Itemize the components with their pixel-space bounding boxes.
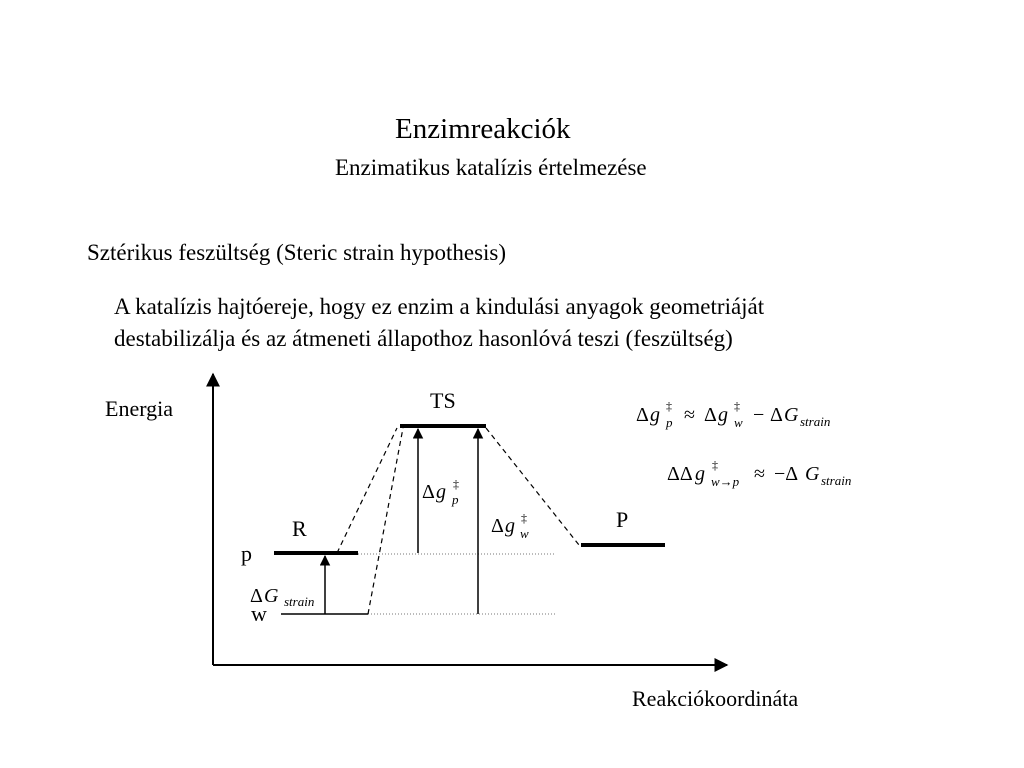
svg-text:p: p xyxy=(665,415,673,430)
svg-text:p: p xyxy=(451,492,459,507)
slide-subtitle: Enzimatikus katalízis értelmezése xyxy=(335,155,647,180)
dg-p-label: Δ g ‡ p xyxy=(422,477,459,507)
section-heading: Sztérikus feszültség (Steric strain hypo… xyxy=(87,240,507,265)
equation-2: ΔΔ g ‡ w→p ≈ −Δ G strain xyxy=(667,458,851,489)
svg-text:−Δ: −Δ xyxy=(774,463,798,485)
svg-text:‡: ‡ xyxy=(712,458,718,472)
svg-text:≈: ≈ xyxy=(754,463,765,485)
paragraph-line-1: A katalízis hajtóereje, hogy ez enzim a … xyxy=(114,294,765,319)
w-to-ts-path xyxy=(367,427,404,615)
svg-text:G: G xyxy=(264,585,279,607)
svg-text:w: w xyxy=(520,526,529,541)
svg-text:G: G xyxy=(784,404,799,426)
svg-text:‡: ‡ xyxy=(521,511,527,525)
svg-text:G: G xyxy=(805,463,820,485)
w-state-label: w xyxy=(251,601,267,626)
svg-text:≈: ≈ xyxy=(684,404,695,426)
svg-text:g: g xyxy=(505,515,515,537)
r-label: R xyxy=(292,516,307,541)
svg-text:strain: strain xyxy=(821,473,851,488)
svg-text:Δ: Δ xyxy=(250,585,263,607)
svg-text:strain: strain xyxy=(800,414,830,429)
svg-text:‡: ‡ xyxy=(734,399,740,413)
svg-text:strain: strain xyxy=(284,594,314,609)
svg-text:g: g xyxy=(436,481,446,503)
svg-text:w: w xyxy=(734,415,743,430)
svg-text:Δ: Δ xyxy=(491,515,504,537)
svg-text:Δ: Δ xyxy=(422,481,435,503)
dg-w-label: Δ g ‡ w xyxy=(491,511,529,541)
svg-text:−: − xyxy=(753,404,764,426)
ts-to-p-path xyxy=(485,427,580,546)
svg-text:‡: ‡ xyxy=(666,399,672,413)
p-state-label: p xyxy=(241,541,252,566)
svg-text:g: g xyxy=(695,463,705,485)
svg-text:‡: ‡ xyxy=(453,477,459,491)
svg-text:Δ: Δ xyxy=(770,404,783,426)
paragraph-line-2: destabilizálja és az átmeneti állapothoz… xyxy=(114,326,733,351)
r-to-ts-path xyxy=(336,427,398,554)
equation-1: Δ g ‡ p ≈ Δ g ‡ w − Δ G strain xyxy=(636,399,830,430)
product-label: P xyxy=(616,507,628,532)
description-paragraph: A katalízis hajtóereje, hogy ez enzim a … xyxy=(114,291,764,355)
y-axis-label: Energia xyxy=(105,396,173,421)
svg-text:g: g xyxy=(718,404,728,426)
svg-text:w→p: w→p xyxy=(711,474,740,489)
slide-title: Enzimreakciók xyxy=(395,113,571,145)
svg-text:Δ: Δ xyxy=(636,404,649,426)
svg-text:Δ: Δ xyxy=(704,404,717,426)
x-axis-label: Reakciókoordináta xyxy=(632,686,798,711)
svg-text:g: g xyxy=(650,404,660,426)
dG-strain-label: Δ G strain xyxy=(250,585,314,609)
ts-label: TS xyxy=(430,388,456,413)
svg-text:ΔΔ: ΔΔ xyxy=(667,463,693,485)
